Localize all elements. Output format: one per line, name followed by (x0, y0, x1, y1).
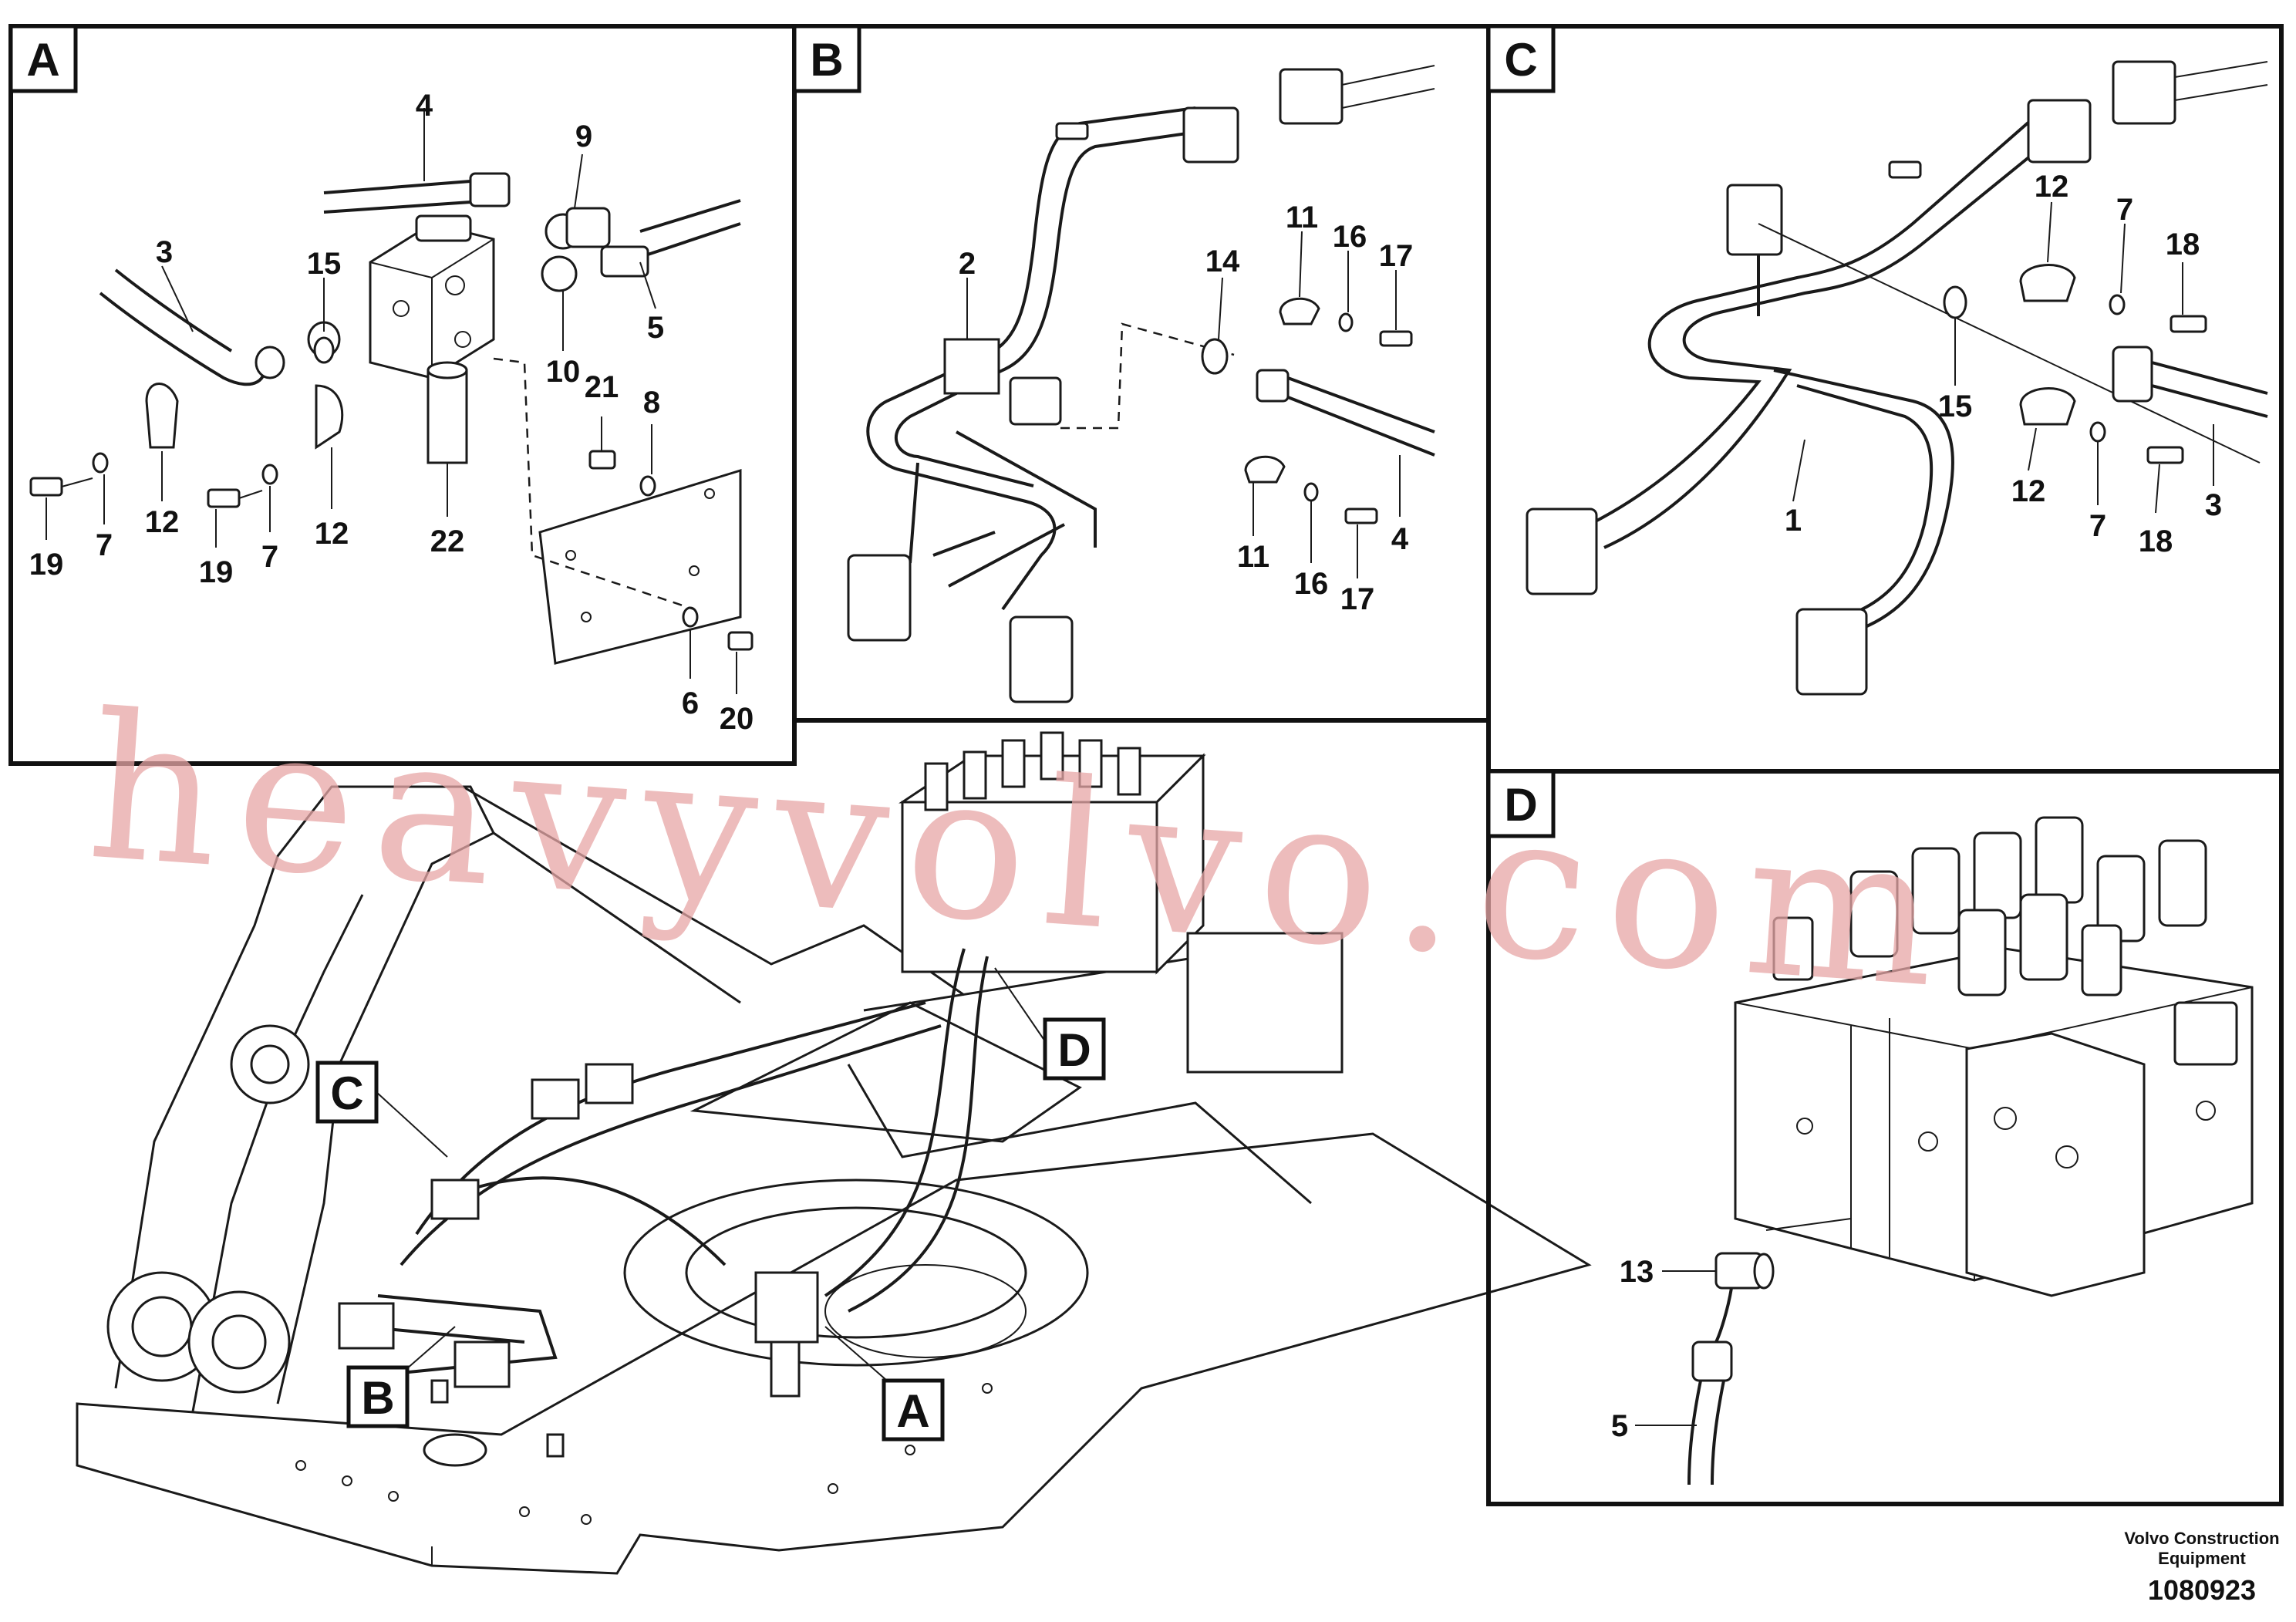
callout: 17 (1379, 239, 1414, 273)
panel-d-letter: D (1504, 779, 1537, 831)
callout: 7 (2116, 193, 2133, 227)
callout: 15 (1938, 389, 1973, 423)
panel-a-letter: A (26, 34, 59, 86)
callout: 4 (1391, 522, 1409, 556)
panel-c-letter: C (1504, 34, 1537, 86)
callout: 1 (1785, 504, 1802, 538)
svg-text:C: C (330, 1067, 363, 1119)
callout: 20 (720, 702, 754, 736)
callout: 4 (416, 89, 433, 123)
watermark: heavyvolvo.com (82, 671, 1962, 1034)
callout: 14 (1205, 244, 1240, 278)
callout: 22 (430, 524, 465, 558)
callout: 3 (2205, 488, 2222, 522)
callout: 12 (2011, 474, 2046, 508)
panel-b-letter: B (810, 34, 843, 86)
credit-block: Volvo Construction Equipment 1080923 (2124, 1529, 2279, 1606)
callout: 5 (1611, 1409, 1628, 1443)
callout: 11 (1286, 201, 1318, 234)
callout: 7 (2089, 509, 2106, 543)
overview-label-a: A (882, 1378, 945, 1442)
panel-a: A (8, 24, 797, 766)
callout: 13 (1620, 1255, 1654, 1289)
overview-label-c: C (315, 1061, 379, 1124)
callout: 16 (1333, 220, 1367, 254)
callout: 18 (2139, 524, 2173, 558)
overview-label-d: D (1043, 1017, 1106, 1081)
svg-text:B: B (361, 1372, 394, 1424)
callout: 5 (647, 311, 664, 345)
panel-c-letter-box (1486, 24, 1556, 93)
panel-d: D 13 5 (1486, 769, 2284, 1506)
callout: 17 (1340, 582, 1375, 616)
callout: 15 (307, 247, 342, 281)
callout: 12 (145, 505, 180, 539)
panel-d-letter-box (1486, 769, 1556, 838)
callout: 18 (2166, 228, 2200, 261)
panel-a-letter-box (8, 24, 78, 93)
document-number: 1080923 (2148, 1574, 2256, 1606)
callout: 2 (959, 247, 976, 281)
callout: 21 (585, 370, 619, 404)
callout: 19 (29, 548, 64, 582)
callout: 7 (261, 540, 278, 574)
callout: 3 (156, 235, 173, 269)
overview-drawing (76, 731, 1592, 1575)
callout: 12 (2035, 170, 2069, 204)
panel-b: B 2 14 (792, 24, 1491, 723)
callout: 16 (1294, 567, 1329, 601)
callout: 8 (643, 386, 660, 420)
callout: 9 (575, 120, 592, 153)
callout: 12 (315, 517, 349, 551)
svg-text:D: D (1057, 1024, 1091, 1076)
overview-label-b: B (346, 1365, 410, 1428)
callout: 11 (1237, 540, 1269, 574)
callout: 10 (546, 355, 581, 389)
panel-c: C 12 (1486, 24, 2284, 774)
callout: 19 (199, 555, 234, 589)
credit-line-2: Equipment (2158, 1549, 2246, 1568)
credit-line-1: Volvo Construction (2124, 1529, 2279, 1548)
panel-b-letter-box (792, 24, 861, 93)
callout: 7 (96, 528, 113, 562)
svg-text:A: A (896, 1385, 929, 1437)
callout: 6 (682, 686, 699, 720)
